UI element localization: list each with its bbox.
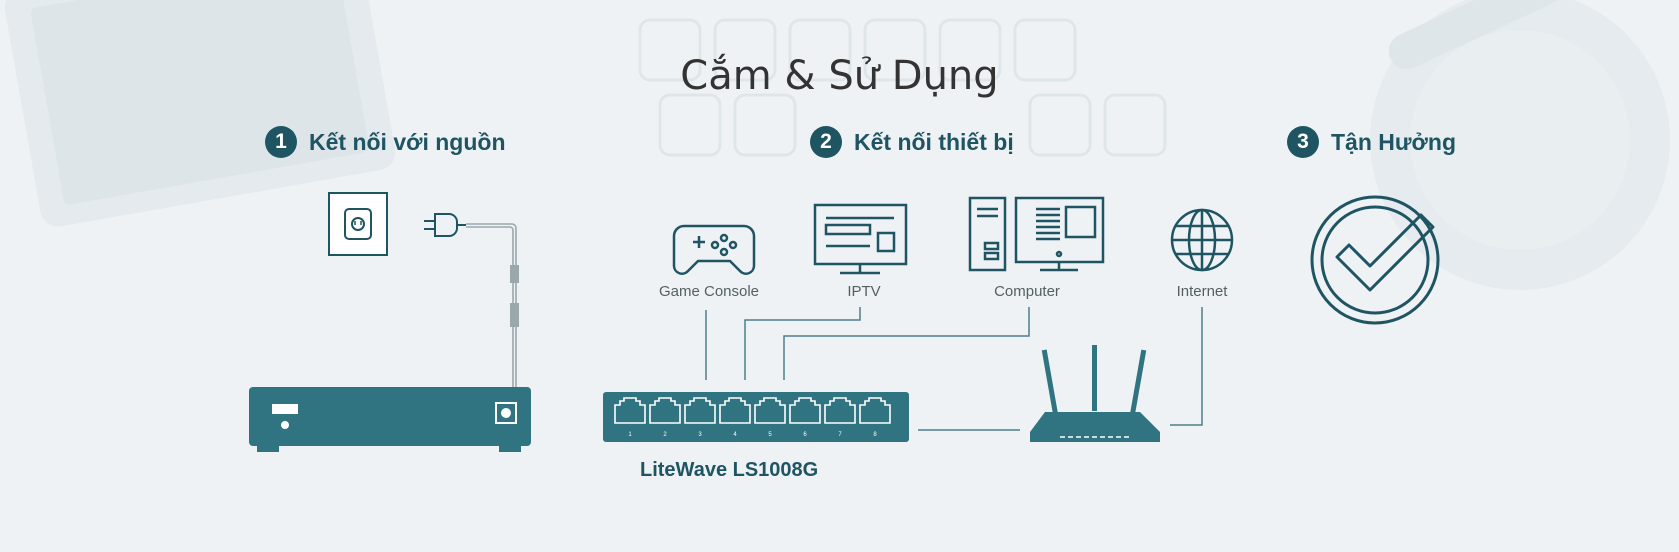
ethernet-port [789,397,821,424]
step-1-heading: 1 Kết nối với nguồn [265,126,506,158]
power-cable [466,223,517,388]
ethernet-port [719,397,751,424]
iptv-label: IPTV [847,283,881,300]
ethernet-port [684,397,716,424]
desktop-computer-icon [968,196,1105,272]
switch-front-view [603,392,909,442]
port-number-label: 2 [663,432,667,438]
port-number-label: 6 [803,432,807,438]
port-number-label: 5 [768,432,772,438]
page-title: Cắm & Sử Dụng [680,52,999,99]
port-number-label: 4 [733,432,737,438]
step-2-heading: 2 Kết nối thiết bị [810,126,1014,158]
ethernet-port [859,397,891,424]
cable-connector [510,303,519,327]
computer-label: Computer [994,283,1060,300]
port-number-label: 1 [628,432,632,438]
iptv-monitor-icon [813,203,908,275]
port-number-label: 8 [873,432,877,438]
ethernet-port [824,397,856,424]
globe-icon [1170,208,1234,272]
step-label: Kết nối với nguồn [309,128,506,155]
internet-label: Internet [1176,283,1228,300]
game-controller-icon [672,224,756,275]
router-icon [1030,345,1160,442]
game-console-label: Game Console [658,283,760,300]
power-plug-icon [424,213,466,237]
ethernet-ports: 1 2 3 4 5 6 7 8 [614,397,891,438]
ethernet-port [614,397,646,424]
product-name: LiteWave LS1008G [640,459,819,481]
switch-rear-view [249,387,531,452]
check-circle-icon [1310,195,1440,325]
ethernet-port [649,397,681,424]
port-number-label: 7 [838,432,842,438]
port-number-label: 3 [698,432,702,438]
step-number-badge: 3 [1287,126,1319,158]
wall-outlet-icon [328,192,388,256]
step-label: Tận Hưởng [1331,128,1456,155]
step-3-heading: 3 Tận Hưởng [1287,126,1456,158]
step-number-badge: 2 [810,126,842,158]
step-number-badge: 1 [265,126,297,158]
connection-lines [705,307,1203,431]
cable-connector [510,265,519,283]
ethernet-port [754,397,786,424]
step-label: Kết nối thiết bị [854,128,1014,155]
